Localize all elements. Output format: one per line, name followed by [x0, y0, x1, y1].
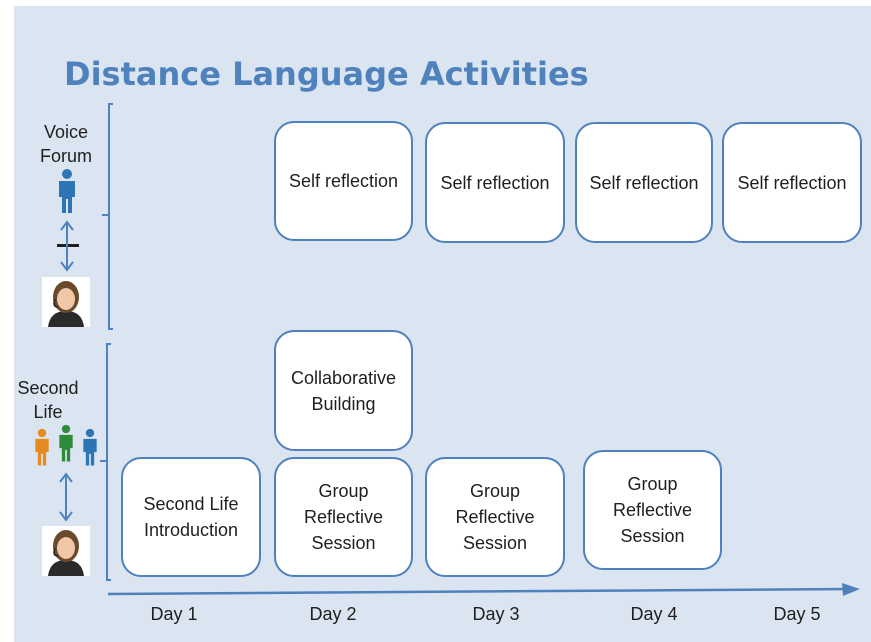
second-life-introduction-line-2: Introduction: [143, 520, 239, 540]
second-life-introduction-box: Second Life Introduction: [121, 457, 261, 577]
self-reflection-text: Self reflection: [440, 172, 550, 193]
second-life-label: Second Life: [8, 376, 88, 424]
collaborative-building-line-1: Collaborative: [290, 367, 397, 388]
group-session-line-2: Reflective: [612, 500, 693, 520]
double-arrow-icon: [60, 220, 74, 272]
double-arrow-icon: [59, 472, 73, 522]
day-label-5: Day 5: [773, 604, 821, 624]
person-green-icon: [59, 424, 73, 462]
group-reflective-session-box-day-4: Group Reflective Session: [583, 450, 722, 570]
person-blue-icon: [59, 169, 75, 213]
second-life-introduction-line-1: Second Life: [143, 494, 239, 514]
group-reflective-session-box-day-3: Group Reflective Session: [425, 457, 565, 577]
voice-forum-label-line-2: Forum: [39, 146, 92, 166]
day-label-2: Day 2: [309, 604, 357, 624]
woman-with-headset-icon: [42, 277, 90, 327]
day-label-4: Day 4: [630, 604, 678, 624]
group-session-line-3: Session: [311, 533, 376, 553]
timeline-arrow-icon: [108, 583, 860, 596]
second-life-bracket: [106, 343, 111, 581]
group-reflective-session-box-day-2: Group Reflective Session: [274, 457, 413, 577]
voice-forum-label-line-1: Voice: [43, 122, 89, 142]
voice-forum-bracket-tick: [102, 214, 108, 216]
group-session-line-2: Reflective: [455, 507, 535, 527]
group-session-line-3: Session: [462, 533, 528, 553]
self-reflection-text: Self reflection: [288, 171, 399, 191]
second-life-label-line-2: Life: [33, 402, 63, 422]
second-life-label-line-1: Second: [17, 378, 79, 398]
collaborative-building-box: Collaborative Building: [274, 330, 413, 451]
day-label-1: Day 1: [150, 604, 198, 624]
self-reflection-box-day-2: Self reflection: [274, 121, 413, 241]
woman-with-headset-icon: [42, 526, 90, 576]
self-reflection-box-day-5: Self reflection: [722, 122, 862, 243]
self-reflection-box-day-4: Self reflection: [575, 122, 713, 243]
group-session-line-1: Group: [318, 481, 369, 501]
self-reflection-text: Self reflection: [737, 172, 847, 193]
voice-forum-label: Voice Forum: [26, 120, 106, 168]
group-session-line-1: Group: [627, 474, 678, 494]
collaborative-building-line-2: Building: [311, 393, 376, 414]
person-orange-icon: [35, 428, 49, 466]
self-reflection-box-day-3: Self reflection: [425, 122, 565, 243]
group-session-line-1: Group: [469, 481, 521, 501]
second-life-bracket-tick: [100, 460, 106, 462]
person-blue-icon: [83, 428, 97, 466]
group-session-line-2: Reflective: [303, 507, 384, 527]
self-reflection-text: Self reflection: [589, 172, 699, 193]
day-label-3: Day 3: [472, 604, 520, 624]
voice-forum-bracket: [108, 103, 113, 330]
slide-title: Distance Language Activities: [64, 55, 589, 93]
group-session-line-3: Session: [620, 526, 685, 546]
